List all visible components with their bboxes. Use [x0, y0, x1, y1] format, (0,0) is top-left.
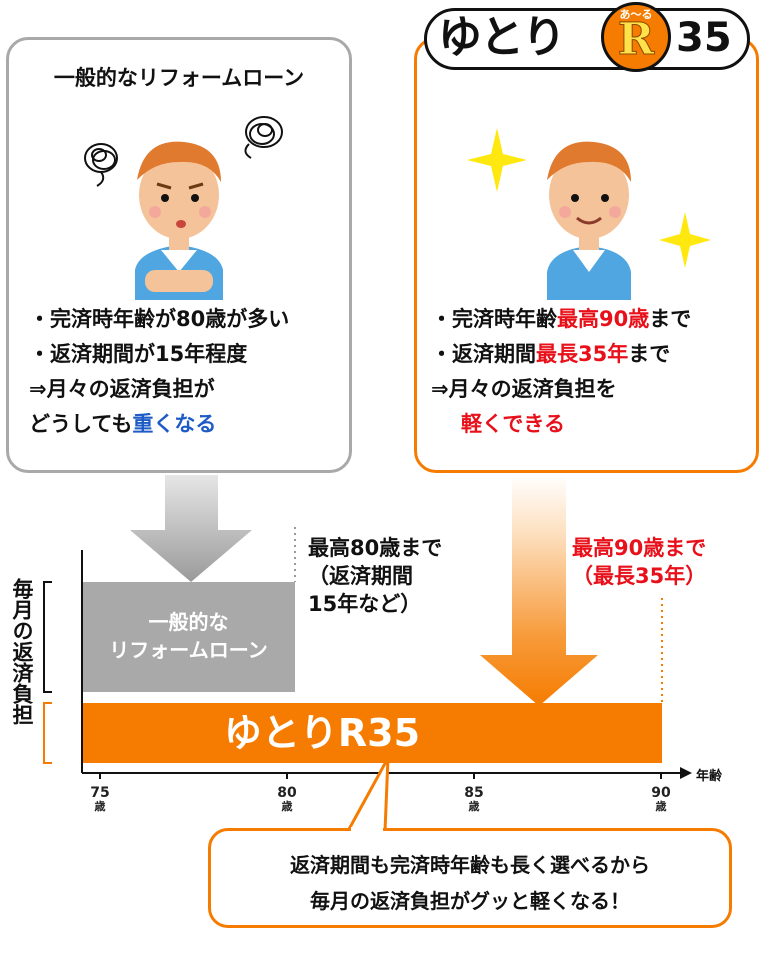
- general-loan-points: ・完済時年齢が80歳が多い ・返済期間が15年程度 ⇒月々の返済負担が どうして…: [29, 302, 289, 442]
- worry-scribble-right-icon: [244, 116, 283, 159]
- general-bullet-age: ・完済時年齢が80歳が多い: [29, 307, 290, 331]
- general-bullet-period: ・返済期間が15年程度: [29, 342, 248, 366]
- general-bar-label: 一般的な リフォームローン: [109, 610, 268, 662]
- general-note: 最高80歳まで （返済期間 15年など）: [308, 536, 443, 616]
- worry-scribble-left-icon: [84, 143, 118, 187]
- logo-ruby-text: あ～る: [619, 8, 653, 21]
- yutori-r35-logo: ゆとり あ～る R 35: [424, 2, 754, 74]
- gray-bracket: [43, 581, 52, 693]
- happy-man-illustration: [467, 128, 711, 300]
- yutori-panel: ・完済時年齢最高90歳まで ・返済期間最長35年まで ⇒月々の返済負担を 軽くで…: [414, 37, 759, 473]
- logo-yutori-text: ゆとり: [438, 12, 566, 63]
- general-loan-title: 一般的なリフォームローン: [53, 66, 305, 90]
- orange-bracket: [43, 702, 52, 764]
- logo-35-text: 35: [676, 15, 732, 61]
- yutori-points: ・完済時年齢最高90歳まで ・返済期間最長35年まで ⇒月々の返済負担を 軽くで…: [431, 302, 691, 442]
- callout-pointer: [346, 756, 390, 833]
- yutori-note: 最高90歳まで （最長35年）: [572, 536, 707, 588]
- sparkle-right-icon: [659, 212, 711, 268]
- general-loan-panel: 一般的なリフォームローン ・完済時年齢が80歳が多い ・返済期間が15年程度 ⇒…: [6, 37, 352, 473]
- orange-down-arrow: [480, 475, 598, 706]
- callout-line-1: 返済期間も完済時年齢も長く選べるから: [290, 853, 650, 877]
- x-axis-arrowhead: [680, 767, 692, 779]
- callout-line-2: 毎月の返済負担がグッと軽くなる！: [310, 889, 630, 913]
- yutori-bullet-age: ・完済時年齢最高90歳まで: [431, 307, 692, 331]
- yutori-bullet-period: ・返済期間最長35年まで: [431, 342, 671, 366]
- general-result-line-2: どうしても重くなる: [29, 412, 217, 436]
- summary-callout: 返済期間も完済時年齢も長く選べるから 毎月の返済負担がグッと軽くなる！: [208, 828, 732, 928]
- yutori-bar-label: ゆとりR35: [223, 711, 421, 755]
- y-axis-label: 毎月の返済負担: [10, 578, 34, 725]
- lighter-burden-text: 軽くできる: [461, 412, 565, 436]
- heavy-burden-text: 重くなる: [132, 412, 217, 436]
- gray-down-arrow: [130, 475, 252, 582]
- general-loan-bar: [82, 582, 295, 692]
- general-result-line: ⇒月々の返済負担が: [29, 377, 215, 401]
- worried-man-illustration: [84, 116, 283, 300]
- callout-pointer-joint: [351, 827, 383, 833]
- x-axis-label: 年齢: [696, 769, 723, 784]
- sparkle-left-icon: [467, 128, 527, 192]
- yutori-result-line: ⇒月々の返済負担を: [431, 377, 617, 401]
- yutori-bar: [82, 703, 662, 763]
- logo-r-circle: [601, 2, 671, 72]
- logo-r-letter: R: [617, 14, 655, 66]
